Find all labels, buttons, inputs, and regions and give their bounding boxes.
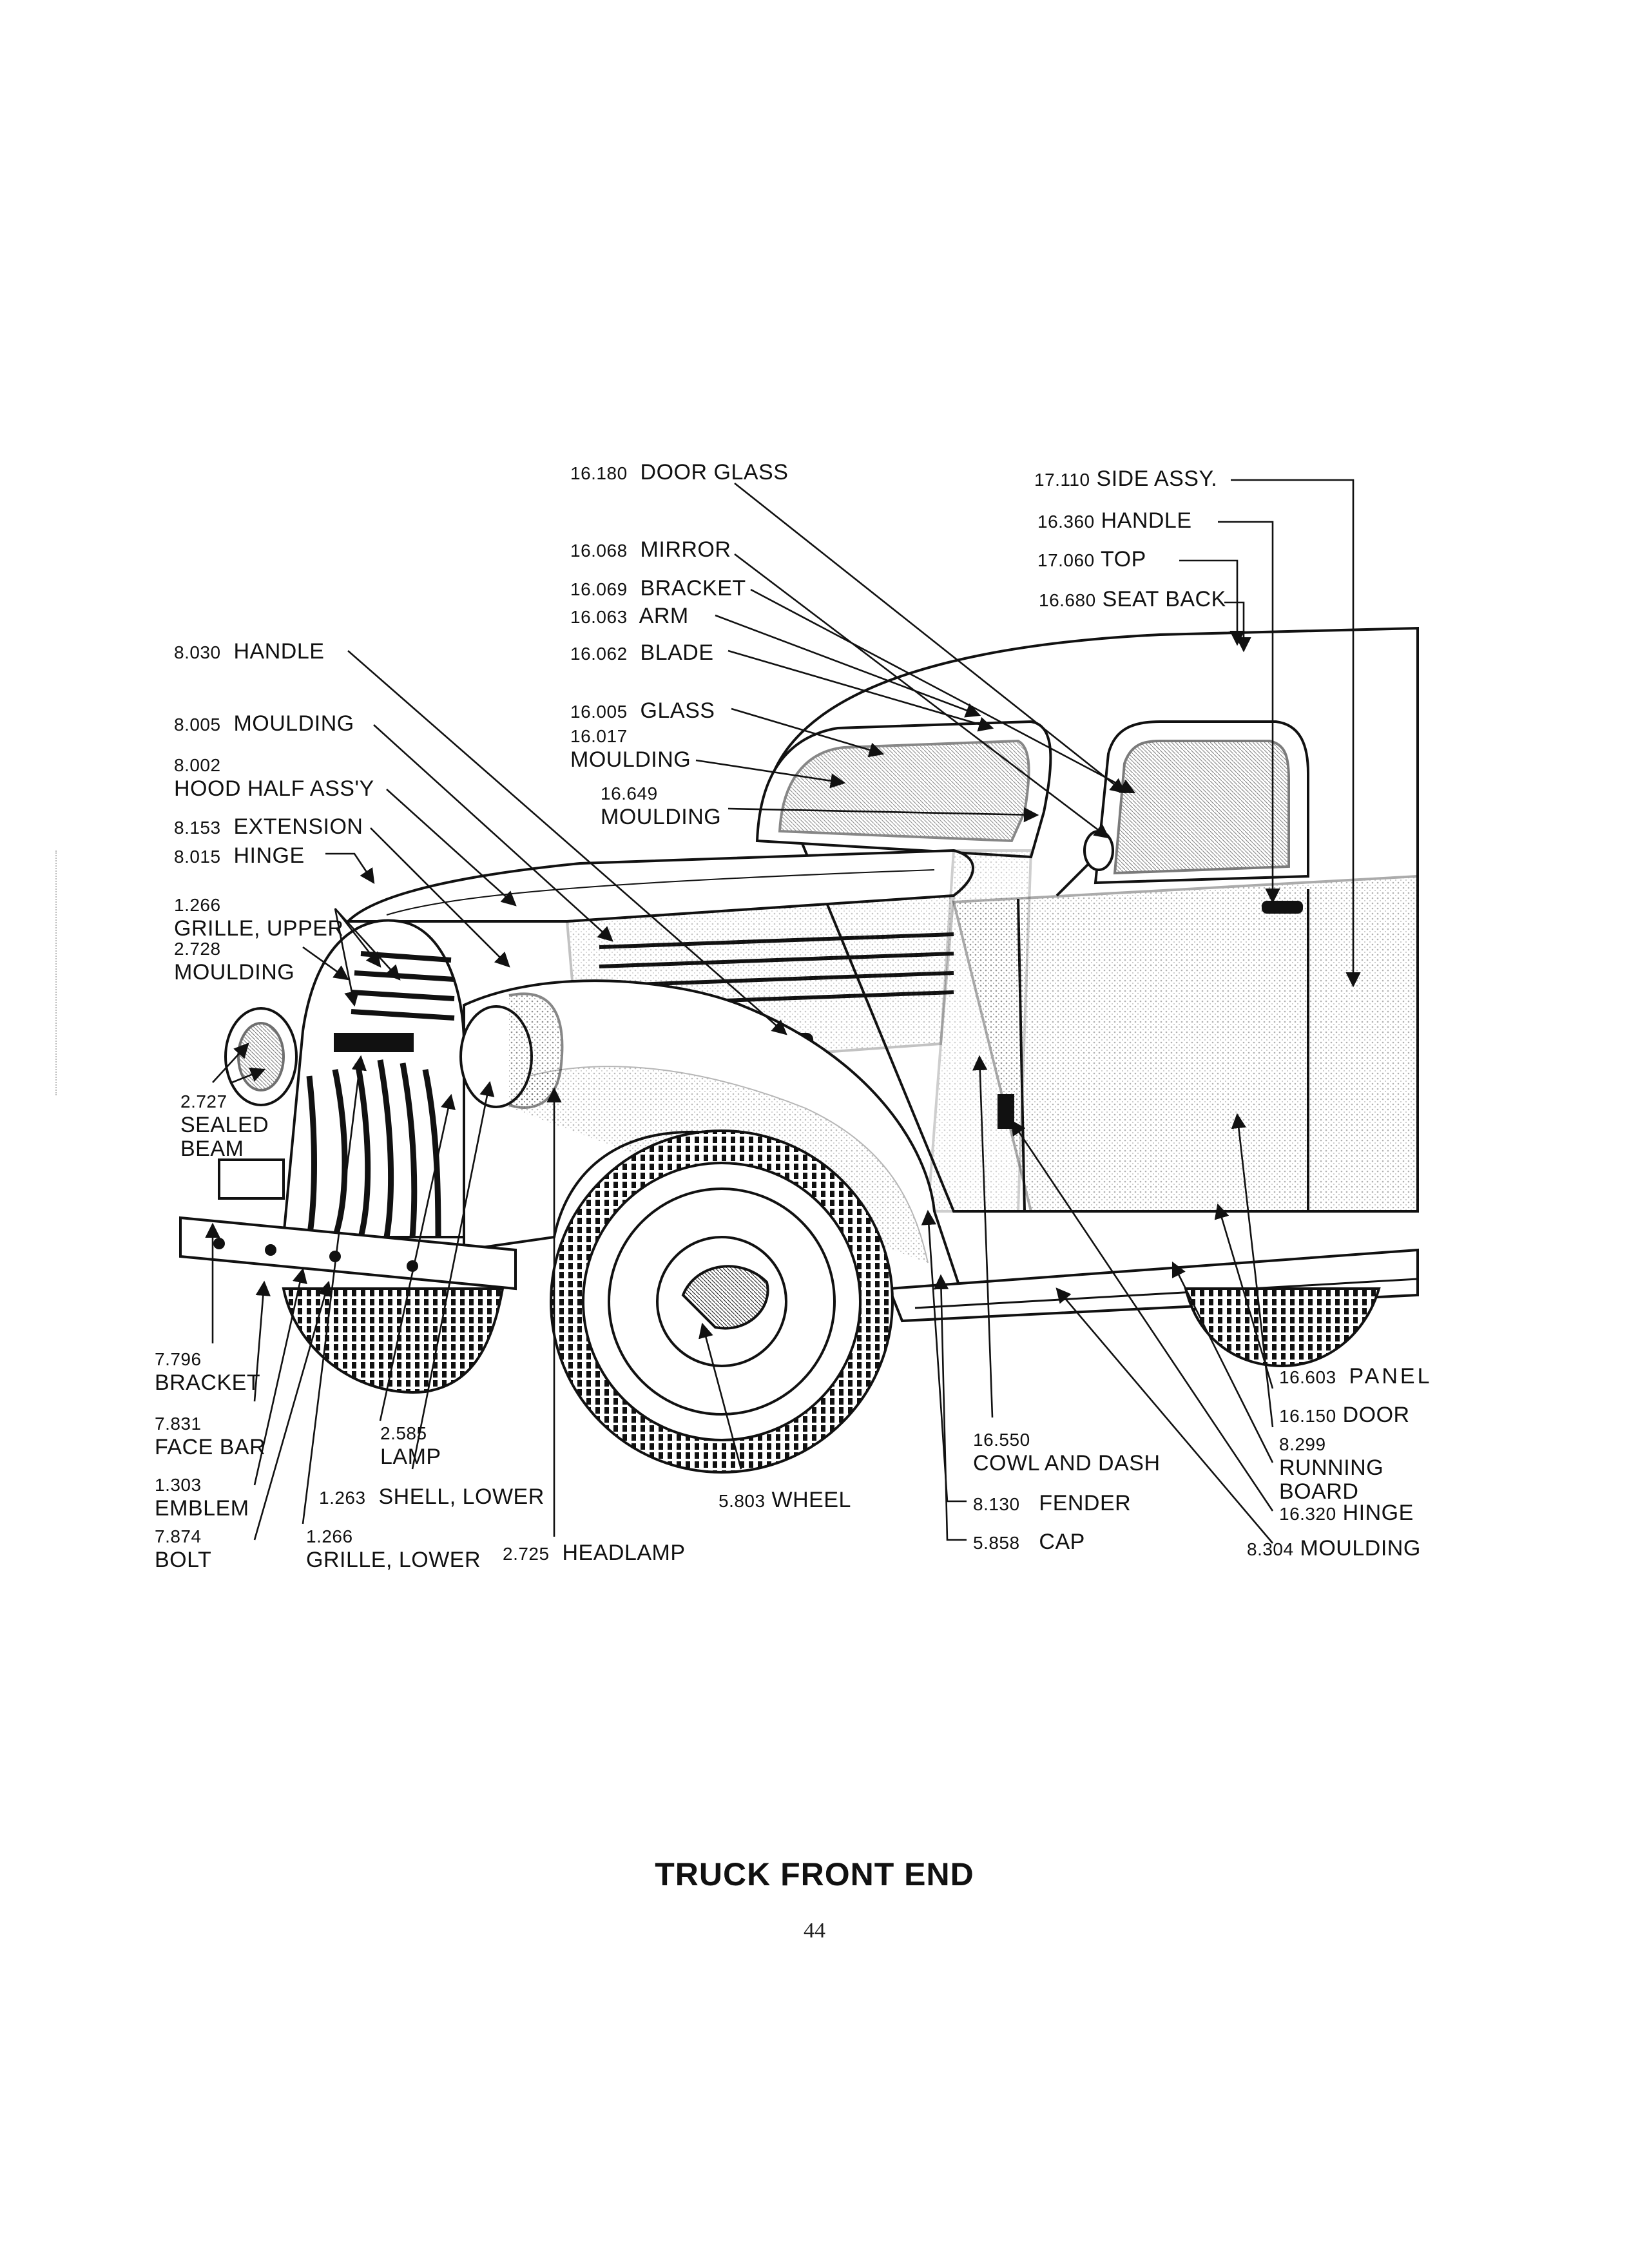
label-mirror: 16.068 MIRROR xyxy=(570,537,731,562)
label-hood-half: 8.002 HOOD HALF ASS'Y xyxy=(174,755,374,801)
label-sealed-beam: 2.727 SEALED BEAM xyxy=(180,1091,269,1161)
emblem-plate xyxy=(334,1033,414,1052)
label-handle-door: 16.360 HANDLE xyxy=(1037,508,1192,533)
grille-shell xyxy=(282,919,472,1238)
hubcap xyxy=(681,1265,769,1330)
label-side-assy: 17.110 SIDE ASSY. xyxy=(1034,466,1218,491)
license-plate xyxy=(218,1158,285,1200)
leader-lines xyxy=(205,479,1361,1544)
label-glass: 16.005 GLASS xyxy=(570,698,715,723)
label-moulding-649: 16.649 MOULDING xyxy=(601,783,722,829)
label-cap: 5.858 CAP xyxy=(973,1530,1085,1554)
label-panel: 16.603 PANEL xyxy=(1279,1364,1432,1389)
scan-speckle xyxy=(55,850,59,1095)
label-moulding-board: 8.304 MOULDING xyxy=(1247,1536,1421,1561)
label-top: 17.060 TOP xyxy=(1037,547,1146,572)
label-door-glass: 16.180 DOOR GLASS xyxy=(570,460,789,485)
door-handle xyxy=(1262,901,1303,914)
label-face-bar: 7.831 FACE BAR xyxy=(155,1414,266,1459)
label-blade: 16.062 BLADE xyxy=(570,640,714,665)
label-bolt: 7.874 BOLT xyxy=(155,1526,212,1572)
label-bracket-bumper: 7.796 BRACKET xyxy=(155,1349,261,1395)
rear-tire xyxy=(1184,1287,1381,1368)
label-lamp: 2.585 LAMP xyxy=(380,1423,441,1469)
figure-caption: TRUCK FRONT END xyxy=(655,1856,974,1892)
label-emblem: 1.303 EMBLEM xyxy=(155,1475,249,1521)
label-hinge-hood: 8.015 HINGE xyxy=(174,843,305,868)
bumper xyxy=(179,1216,517,1291)
label-door: 16.150 DOOR xyxy=(1279,1403,1410,1427)
label-moulding-windshield: 16.017 MOULDING xyxy=(570,726,691,772)
truck-body xyxy=(179,626,1419,1474)
label-moulding-hood: 8.005 MOULDING xyxy=(174,711,354,736)
label-grille-lower: 1.266 GRILLE, LOWER xyxy=(306,1526,481,1572)
label-grille-upper: 1.266 GRILLE, UPPER xyxy=(174,895,344,941)
label-shell-lower: 1.263 SHELL, LOWER xyxy=(319,1485,545,1509)
label-running-board: 8.299 RUNNING BOARD xyxy=(1279,1434,1384,1504)
label-bracket-mirror: 16.069 BRACKET xyxy=(570,576,746,601)
left-front-tire xyxy=(282,1287,505,1394)
label-hinge-door: 16.320 HINGE xyxy=(1279,1501,1414,1525)
label-extension: 8.153 EXTENSION xyxy=(174,814,363,839)
page-number: 44 xyxy=(804,1919,825,1943)
label-fender: 8.130 FENDER xyxy=(973,1491,1132,1515)
label-headlamp: 2.725 HEADLAMP xyxy=(503,1541,686,1565)
label-wheel: 5.803 WHEEL xyxy=(718,1488,851,1512)
label-arm: 16.063 ARM xyxy=(570,604,689,628)
label-seat-back: 16.680 SEAT BACK xyxy=(1039,587,1226,611)
label-handle-hood: 8.030 HANDLE xyxy=(174,639,325,664)
label-cowl-dash: 16.550 COWL AND DASH xyxy=(973,1430,1161,1475)
label-moulding-grille: 2.728 MOULDING xyxy=(174,939,295,985)
running-board xyxy=(887,1248,1419,1323)
